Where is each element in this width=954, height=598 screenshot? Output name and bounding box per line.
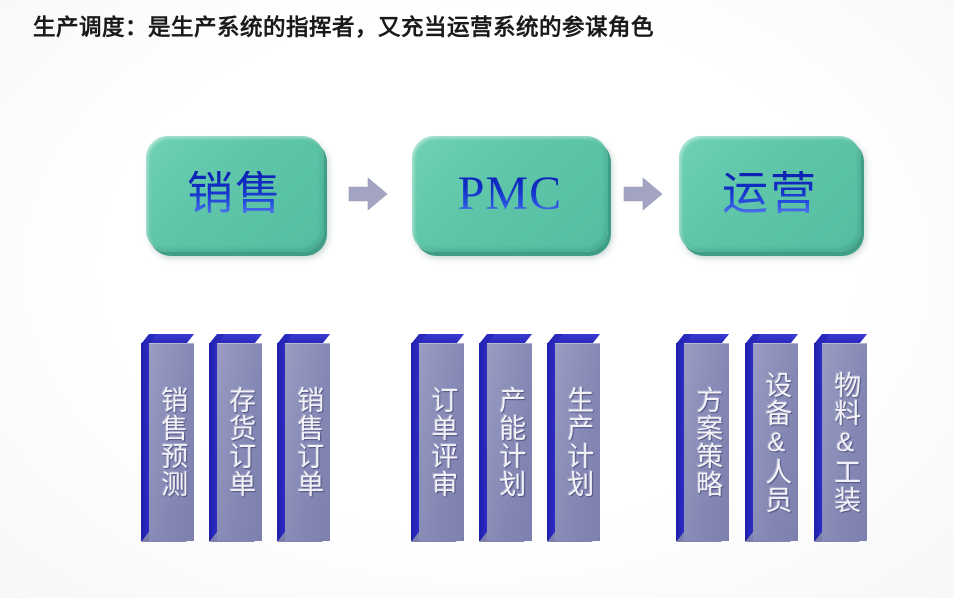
bar-label-sales-order: 销售订单	[293, 386, 324, 498]
bar-order-review[interactable]: 订单评审	[411, 334, 464, 542]
bar-front-face: 方案策略	[684, 343, 729, 541]
page-title: 生产调度：是生产系统的指挥者，又充当运营系统的参谋角色	[33, 15, 655, 40]
bar-front-face: 订单评审	[419, 343, 464, 541]
bar-left-face	[411, 343, 419, 541]
bar-label-order-review: 订单评审	[427, 386, 458, 498]
bar-sales-forecast[interactable]: 销售预测	[141, 334, 194, 542]
bar-left-face	[479, 343, 487, 541]
bar-top-face-hi	[753, 334, 798, 344]
stage-label-operations: 运营	[722, 168, 818, 219]
arrow-right-icon-pmc-to-operations	[623, 174, 663, 214]
bar-front-face: 产能计划	[487, 343, 532, 541]
bar-front-face: 存货订单	[217, 343, 262, 541]
bar-capacity-plan[interactable]: 产能计划	[479, 334, 532, 542]
bar-left-face	[547, 343, 555, 541]
bar-top-face-hi	[285, 334, 330, 344]
bar-label-production-plan: 生产计划	[563, 386, 594, 498]
bar-label-capacity-plan: 产能计划	[495, 386, 526, 498]
bar-label-sales-forecast: 销售预测	[157, 386, 188, 498]
stage-box-pmc[interactable]: PMC	[412, 136, 608, 252]
bar-label-equipment-people: 设备&人员	[761, 370, 792, 514]
bar-equipment-people[interactable]: 设备&人员	[745, 334, 798, 542]
bar-top-face-hi	[217, 334, 262, 344]
bar-left-face	[676, 343, 684, 541]
bar-top-face-hi	[419, 334, 464, 344]
bar-left-face	[141, 343, 149, 541]
bar-top-face-hi	[555, 334, 600, 344]
bar-label-stock-order: 存货订单	[225, 386, 256, 498]
bar-top-face-hi	[822, 334, 867, 344]
bar-front-face: 生产计划	[555, 343, 600, 541]
bar-left-face	[745, 343, 753, 541]
bar-sales-order[interactable]: 销售订单	[277, 334, 330, 542]
arrow-right-icon-sales-to-pmc	[348, 174, 388, 214]
bar-top-face-hi	[487, 334, 532, 344]
bar-scheme-strategy[interactable]: 方案策略	[676, 334, 729, 542]
bar-production-plan[interactable]: 生产计划	[547, 334, 600, 542]
bar-top-face-hi	[149, 334, 194, 344]
stage-label-pmc: PMC	[457, 167, 563, 220]
bar-front-face: 销售订单	[285, 343, 330, 541]
stage-label-sales: 销售	[187, 168, 283, 219]
bar-left-face	[209, 343, 217, 541]
bar-left-face	[814, 343, 822, 541]
bar-label-material-tooling: 物料&工装	[830, 370, 861, 514]
bar-front-face: 销售预测	[149, 343, 194, 541]
bar-left-face	[277, 343, 285, 541]
stage-box-operations[interactable]: 运营	[679, 136, 861, 252]
bar-top-face-hi	[684, 334, 729, 344]
bar-material-tooling[interactable]: 物料&工装	[814, 334, 867, 542]
bar-label-scheme-strategy: 方案策略	[692, 386, 723, 498]
bar-stock-order[interactable]: 存货订单	[209, 334, 262, 542]
stage-box-sales[interactable]: 销售	[146, 136, 324, 252]
bar-front-face: 物料&工装	[822, 343, 867, 541]
bar-front-face: 设备&人员	[753, 343, 798, 541]
